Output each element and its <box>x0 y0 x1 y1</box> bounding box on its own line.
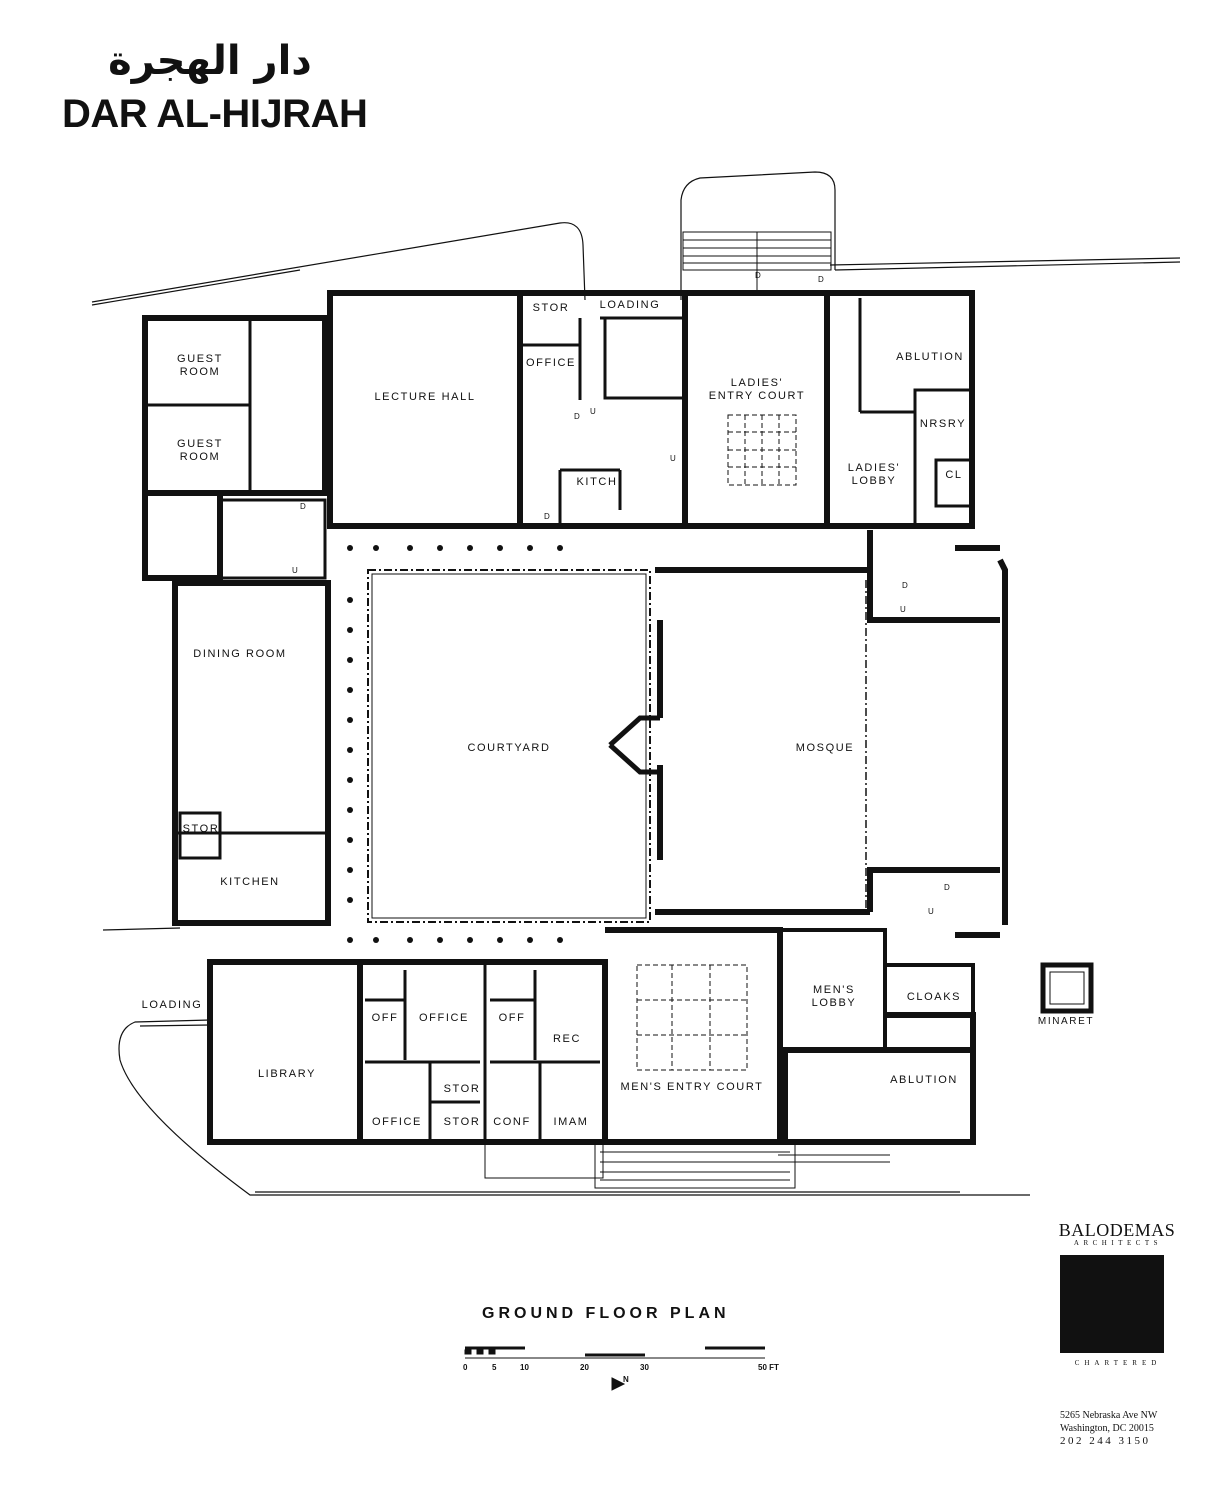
label-minaret: MINARET <box>1038 1016 1094 1027</box>
scale-labels: 0 5 10 20 30 50 FT N <box>463 1363 779 1384</box>
title-arabic: دار الهجرة <box>108 38 312 84</box>
court-grid-men <box>636 964 748 1071</box>
scale-tick: 5 <box>492 1363 497 1372</box>
label-rec: REC <box>553 1033 581 1045</box>
title: DAR AL-HIJRAH <box>62 92 368 136</box>
architect-phone: 202 244 3150 <box>1060 1435 1151 1447</box>
door-mark: D <box>300 502 306 511</box>
address-line-2: Washington, DC 20015 <box>1060 1423 1154 1434</box>
scale-tick: 10 <box>520 1363 529 1372</box>
up-mark: U <box>928 907 934 916</box>
label-office-1: OFFICE <box>419 1012 469 1024</box>
label-loading-top: LOADING <box>600 299 661 311</box>
label-stor-mid-2: STOR <box>444 1116 481 1128</box>
label-courtyard: COURTYARD <box>467 742 550 754</box>
label-dining-room: DINING ROOM <box>193 648 286 660</box>
entry-stairs-bottom <box>484 1139 890 1189</box>
label-kitch: KITCH <box>577 476 618 488</box>
up-mark: U <box>590 407 596 416</box>
scale-tick: 20 <box>580 1363 589 1372</box>
label-off-2: OFF <box>499 1012 526 1024</box>
court-grid-ladies <box>727 414 797 486</box>
entry-stairs-top <box>682 231 832 290</box>
architect-chartered: CHARTERED <box>1074 1359 1162 1367</box>
label-nrsry: NRSRY <box>920 418 966 430</box>
label-stor-kitchen: STOR <box>183 823 220 835</box>
architect-subtitle: ARCHITECTS <box>1073 1239 1163 1247</box>
architect-logo-square <box>1060 1255 1164 1353</box>
door-mark: D <box>544 512 550 521</box>
north-mark: N <box>623 1375 629 1384</box>
label-stor-mid-1: STOR <box>444 1083 481 1095</box>
label-cl: CL <box>945 469 962 481</box>
up-mark: U <box>900 605 906 614</box>
door-up-marks: D D D D U U D U D U U D <box>292 271 950 916</box>
label-ablution-bottom: ABLUTION <box>890 1074 958 1086</box>
label-conf: CONF <box>493 1116 531 1128</box>
address-line-1: 5265 Nebraska Ave NW <box>1060 1410 1158 1421</box>
label-off-1: OFF <box>372 1012 399 1024</box>
site-lines <box>91 171 1181 1196</box>
up-mark: U <box>670 454 676 463</box>
plan-title: GROUND FLOOR PLAN <box>482 1305 730 1322</box>
label-library: LIBRARY <box>258 1068 316 1080</box>
scale-tick: 30 <box>640 1363 649 1372</box>
label-loading-left: LOADING <box>142 999 203 1011</box>
label-office-top: OFFICE <box>526 357 576 369</box>
door-mark: D <box>902 581 908 590</box>
scale-tick: 50 FT <box>758 1363 779 1372</box>
label-mens-entry-court: MEN'S ENTRY COURT <box>621 1081 764 1093</box>
architect-block: BALODEMAS ARCHITECTS CHARTERED 5265 Nebr… <box>1038 1220 1198 1448</box>
door-mark: D <box>818 275 824 284</box>
label-cloaks: CLOAKS <box>907 991 961 1003</box>
architect-address: 5265 Nebraska Ave NW Washington, DC 2001… <box>1060 1409 1198 1448</box>
scale-tick: 0 <box>463 1363 468 1372</box>
door-mark: D <box>944 883 950 892</box>
label-ablution-top: ABLUTION <box>896 351 964 363</box>
courtyard-outline <box>367 569 867 923</box>
label-imam: IMAM <box>553 1116 588 1128</box>
label-office-2: OFFICE <box>372 1116 422 1128</box>
door-mark: D <box>755 271 761 280</box>
colonnade-columns <box>347 545 563 943</box>
architect-name: BALODEMAS <box>1058 1220 1176 1240</box>
walls <box>142 290 1094 1145</box>
label-ladies-lobby: LADIES'LOBBY <box>848 462 900 487</box>
scale-bar <box>464 1346 765 1391</box>
label-mosque: MOSQUE <box>796 742 855 754</box>
label-stor-top: STOR <box>533 302 570 314</box>
label-lecture-hall: LECTURE HALL <box>374 391 475 403</box>
label-ladies-entry-court: LADIES'ENTRY COURT <box>709 377 805 402</box>
door-mark: D <box>574 412 580 421</box>
label-kitchen: KITCHEN <box>220 876 279 888</box>
up-mark: U <box>292 566 298 575</box>
